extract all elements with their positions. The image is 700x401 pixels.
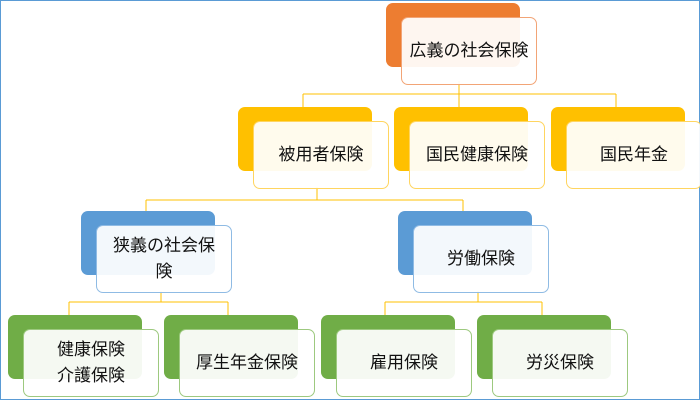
node-employee-insurance-label: 被用者保険 [278, 145, 364, 165]
node-workers-comp-label: 労災保険 [526, 353, 594, 373]
node-national-pension-box: 国民年金 [566, 121, 700, 189]
node-health-care-box: 健康保険 介護保険 [23, 329, 159, 397]
connector-narrow [68, 291, 229, 315]
node-social-insurance-narrow-box: 狭義の社会保 険 [96, 225, 232, 293]
connector-labor [384, 291, 543, 315]
node-root-box: 広義の社会保険 [401, 17, 537, 85]
node-labor-insurance-box: 労働保険 [413, 225, 549, 293]
node-employment-insurance-label: 雇用保険 [370, 353, 438, 373]
node-national-health-box: 国民健康保険 [409, 121, 545, 189]
node-welfare-pension-label: 厚生年金保険 [196, 353, 298, 373]
node-labor-insurance-label: 労働保険 [447, 249, 515, 269]
node-welfare-pension-box: 厚生年金保険 [179, 329, 315, 397]
node-employment-insurance-box: 雇用保険 [336, 329, 472, 397]
node-social-insurance-narrow-line2: 険 [155, 262, 173, 282]
node-health-care-line2: 介護保険 [57, 366, 125, 386]
node-national-pension-label: 国民年金 [600, 145, 668, 165]
node-workers-comp-box: 労災保険 [492, 329, 628, 397]
node-social-insurance-narrow-line1: 狭義の社会保 [113, 236, 215, 256]
node-root-label: 広義の社会保険 [409, 41, 529, 61]
node-employee-insurance-box: 被用者保険 [253, 121, 389, 189]
connector-employee [145, 187, 464, 211]
node-health-care-line1: 健康保険 [57, 340, 125, 360]
node-national-health-label: 国民健康保険 [426, 145, 528, 165]
connector-root [302, 81, 617, 107]
